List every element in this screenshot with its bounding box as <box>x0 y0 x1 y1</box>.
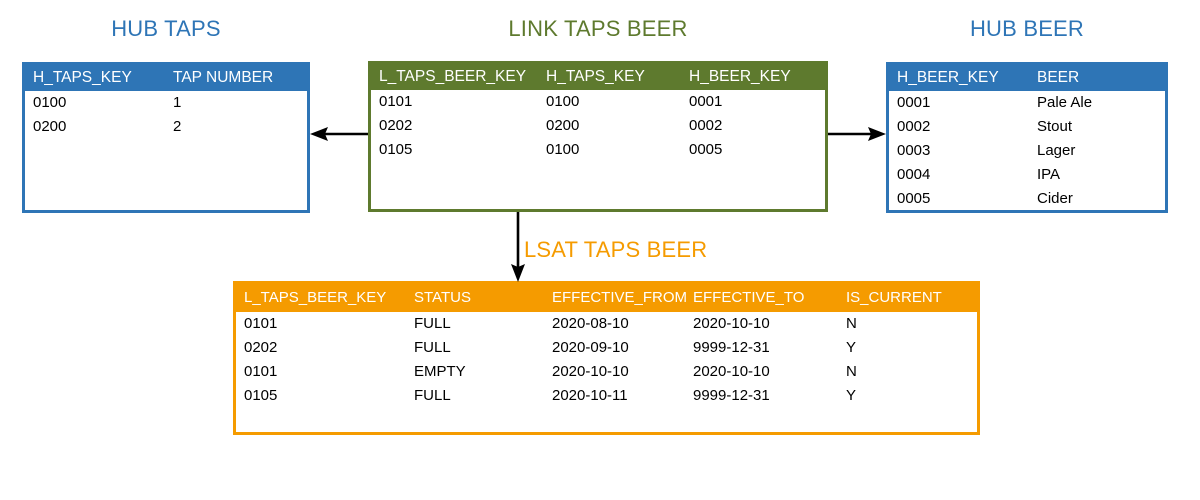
lsat-r2-c0: 0101 <box>244 363 278 380</box>
lsat-r0-c1: FULL <box>414 315 451 332</box>
table-row: 0202 FULL 2020-09-10 9999-12-31 Y <box>236 336 977 360</box>
hub-taps-r0-c1: 1 <box>173 94 182 111</box>
table-row: 0003 Lager <box>889 139 1165 163</box>
lsat-r3-c1: FULL <box>414 387 451 404</box>
lsat-col-1: STATUS <box>414 289 471 306</box>
hub-taps-body: 0100 1 0200 2 <box>25 91 307 139</box>
lsat-r0-c3: 2020-10-10 <box>693 315 770 332</box>
link-col-0: L_TAPS_BEER_KEY <box>379 68 527 85</box>
lsat-header-row: L_TAPS_BEER_KEY STATUS EFFECTIVE_FROM EF… <box>236 284 977 312</box>
lsat-r1-c2: 2020-09-10 <box>552 339 629 356</box>
link-taps-beer-table: L_TAPS_BEER_KEY H_TAPS_KEY H_BEER_KEY 01… <box>368 61 828 212</box>
table-row: 0101 FULL 2020-08-10 2020-10-10 N <box>236 312 977 336</box>
link-to-hub-beer-arrow-icon <box>828 127 886 141</box>
table-row: 0101 0100 0001 <box>371 90 825 114</box>
lsat-r3-c0: 0105 <box>244 387 278 404</box>
lsat-r2-c1: EMPTY <box>414 363 466 380</box>
lsat-r3-c4: Y <box>846 387 857 404</box>
hub-beer-table: H_BEER_KEY BEER 0001 Pale Ale 0002 Stout… <box>886 62 1168 213</box>
hub-taps-header-row: H_TAPS_KEY TAP NUMBER <box>25 65 307 91</box>
table-row: 0005 Cider <box>889 187 1165 211</box>
table-row: 0004 IPA <box>889 163 1165 187</box>
lsat-r2-c3: 2020-10-10 <box>693 363 770 380</box>
table-row: 0002 Stout <box>889 115 1165 139</box>
table-row: 0105 FULL 2020-10-11 9999-12-31 Y <box>236 384 977 408</box>
hub-taps-table: H_TAPS_KEY TAP NUMBER 0100 1 0200 2 <box>22 62 310 213</box>
hub-beer-title: HUB BEER <box>969 16 1085 41</box>
hub-taps-r1-c1: 2 <box>173 118 182 135</box>
hub-beer-r0-c1: Pale Ale <box>1037 94 1093 111</box>
link-r2-c0: 0105 <box>379 141 413 158</box>
link-r0-c1: 0100 <box>546 93 580 110</box>
link-col-2: H_BEER_KEY <box>689 68 791 85</box>
link-r1-c1: 0200 <box>546 117 580 134</box>
hub-beer-r3-c0: 0004 <box>897 166 931 183</box>
lsat-col-0: L_TAPS_BEER_KEY <box>244 289 387 306</box>
lsat-r1-c0: 0202 <box>244 339 278 356</box>
lsat-col-3: EFFECTIVE_TO <box>693 289 805 306</box>
hub-beer-r2-c1: Lager <box>1037 142 1076 159</box>
hub-beer-r2-c0: 0003 <box>897 142 931 159</box>
link-r0-c2: 0001 <box>689 93 723 110</box>
lsat-r0-c0: 0101 <box>244 315 278 332</box>
link-r2-c1: 0100 <box>546 141 580 158</box>
link-to-hub-taps-arrow-icon <box>310 127 368 141</box>
hub-taps-col-0: H_TAPS_KEY <box>33 69 132 86</box>
table-row: 0100 1 <box>25 91 307 115</box>
table-row: 0101 EMPTY 2020-10-10 2020-10-10 N <box>236 360 977 384</box>
link-r2-c2: 0005 <box>689 141 723 158</box>
link-to-lsat-arrow-icon <box>511 212 525 282</box>
hub-taps-r1-c0: 0200 <box>33 118 67 135</box>
lsat-col-2: EFFECTIVE_FROM <box>552 289 688 306</box>
hub-beer-header-row: H_BEER_KEY BEER <box>889 65 1165 91</box>
link-r1-c0: 0202 <box>379 117 413 134</box>
hub-beer-col-1: BEER <box>1037 69 1080 86</box>
lsat-r1-c3: 9999-12-31 <box>693 339 770 356</box>
table-row: 0200 2 <box>25 115 307 139</box>
hub-beer-col-0: H_BEER_KEY <box>897 69 999 86</box>
link-taps-beer-header-row: L_TAPS_BEER_KEY H_TAPS_KEY H_BEER_KEY <box>371 64 825 90</box>
lsat-body: 0101 FULL 2020-08-10 2020-10-10 N 0202 F… <box>236 312 977 408</box>
hub-beer-r1-c0: 0002 <box>897 118 931 135</box>
lsat-r2-c4: N <box>846 363 857 380</box>
lsat-taps-beer-table: L_TAPS_BEER_KEY STATUS EFFECTIVE_FROM EF… <box>233 281 980 435</box>
hub-taps-title: HUB TAPS <box>111 16 221 41</box>
hub-taps-r0-c0: 0100 <box>33 94 67 111</box>
link-col-1: H_TAPS_KEY <box>546 68 645 85</box>
table-row: 0105 0100 0005 <box>371 138 825 162</box>
hub-beer-r4-c1: Cider <box>1037 190 1073 207</box>
lsat-r1-c1: FULL <box>414 339 451 356</box>
lsat-r0-c2: 2020-08-10 <box>552 315 629 332</box>
hub-beer-r3-c1: IPA <box>1037 166 1061 183</box>
link-taps-beer-title: LINK TAPS BEER <box>508 16 688 41</box>
lsat-r0-c4: N <box>846 315 857 332</box>
hub-taps-col-1: TAP NUMBER <box>173 69 274 86</box>
hub-beer-r0-c0: 0001 <box>897 94 931 111</box>
lsat-r3-c3: 9999-12-31 <box>693 387 770 404</box>
lsat-r2-c2: 2020-10-10 <box>552 363 629 380</box>
lsat-r1-c4: Y <box>846 339 857 356</box>
hub-beer-r1-c1: Stout <box>1037 118 1073 135</box>
lsat-r3-c2: 2020-10-11 <box>552 387 628 404</box>
link-r1-c2: 0002 <box>689 117 723 134</box>
lsat-col-4: IS_CURRENT <box>846 289 942 306</box>
hub-beer-body: 0001 Pale Ale 0002 Stout 0003 Lager 0004… <box>889 91 1165 211</box>
lsat-taps-beer-title: LSAT TAPS BEER <box>524 237 708 262</box>
link-r0-c0: 0101 <box>379 93 413 110</box>
table-row: 0001 Pale Ale <box>889 91 1165 115</box>
table-row: 0202 0200 0002 <box>371 114 825 138</box>
link-taps-beer-body: 0101 0100 0001 0202 0200 0002 0105 0100 … <box>371 90 825 162</box>
hub-beer-r4-c0: 0005 <box>897 190 931 207</box>
